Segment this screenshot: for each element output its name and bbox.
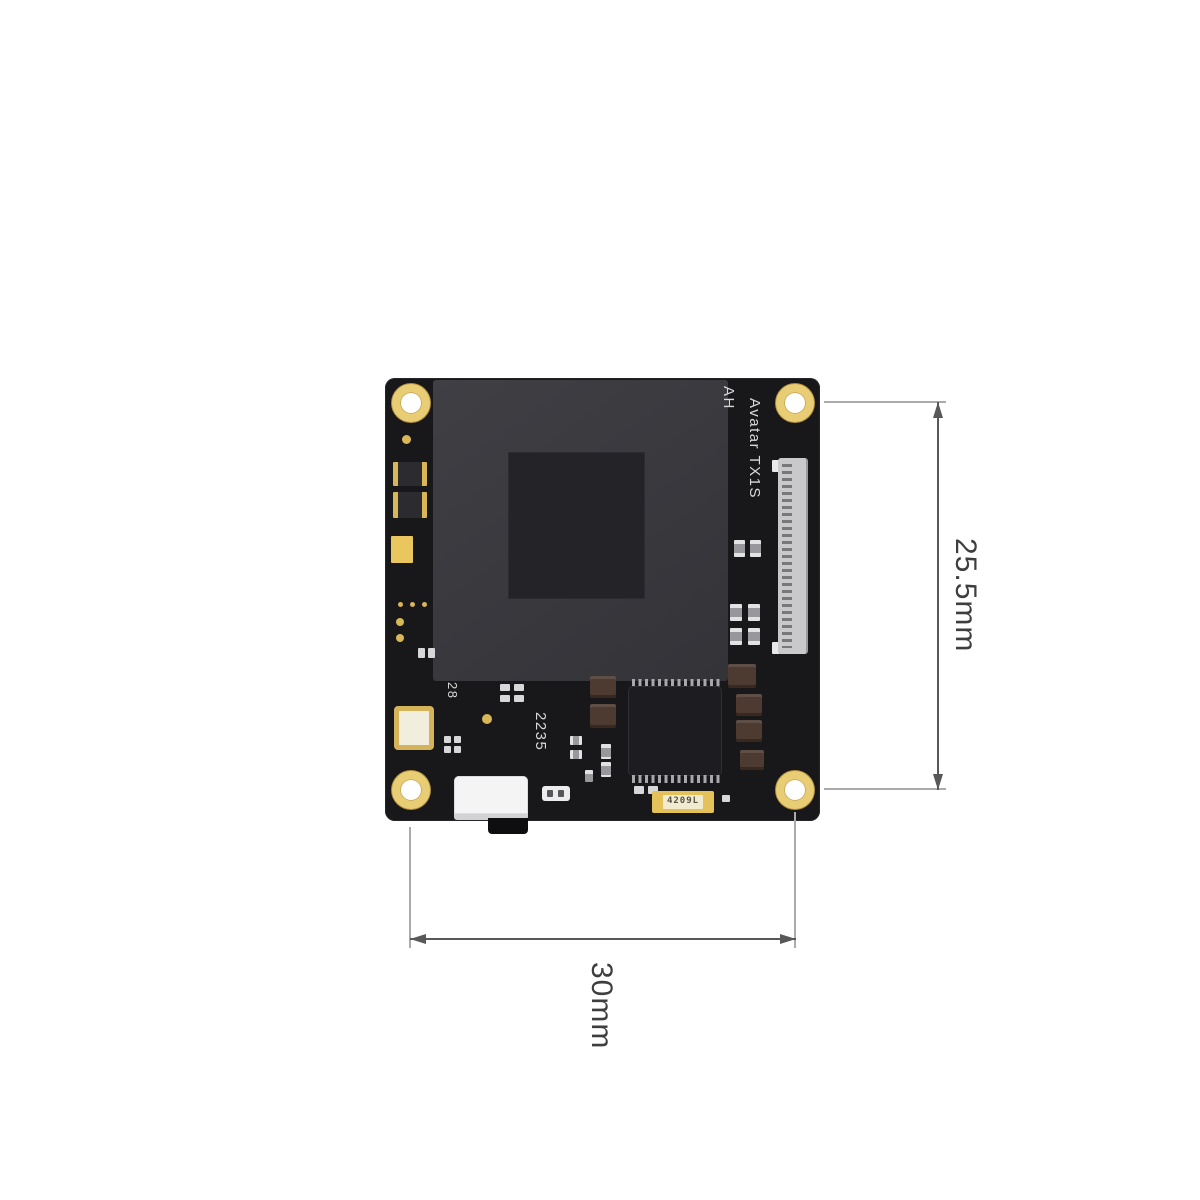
gold-via bbox=[402, 435, 411, 444]
qfp-pins-bottom bbox=[632, 775, 720, 783]
smd-pad bbox=[722, 795, 730, 802]
arrowhead-left bbox=[410, 934, 426, 944]
tantalum-capacitor bbox=[590, 704, 616, 728]
soc-die bbox=[508, 452, 645, 599]
smd-pad bbox=[634, 786, 644, 794]
battery-connector bbox=[454, 776, 528, 820]
inductor-4209l: 4209L bbox=[652, 791, 714, 813]
mounting-hole-top-left bbox=[392, 384, 430, 422]
component-pin bbox=[558, 790, 564, 797]
smd-pad bbox=[500, 695, 510, 702]
smd-capacitor bbox=[570, 750, 582, 759]
tantalum-capacitor bbox=[590, 676, 616, 698]
tantalum-capacitor bbox=[736, 694, 762, 716]
ffc-connector-pins bbox=[782, 464, 792, 648]
smd-capacitor bbox=[748, 628, 760, 645]
smd-pad bbox=[444, 736, 451, 743]
crystal-oscillator bbox=[394, 706, 434, 750]
smd-pad bbox=[514, 684, 524, 691]
smd-capacitor bbox=[750, 540, 761, 557]
smd-pad bbox=[454, 746, 461, 753]
smd-pad bbox=[428, 648, 435, 658]
extension-line-right bbox=[794, 812, 796, 948]
silkscreen-28: 28 bbox=[445, 682, 460, 700]
extension-line-bottom bbox=[824, 788, 946, 790]
smd-ic bbox=[393, 462, 427, 486]
qfp-pins-top bbox=[632, 679, 720, 687]
gold-pad bbox=[391, 536, 413, 563]
smd-capacitor bbox=[734, 540, 745, 557]
smd-pad bbox=[648, 786, 658, 794]
gold-via bbox=[410, 602, 415, 607]
arrowhead-right bbox=[780, 934, 796, 944]
smd-pad bbox=[444, 746, 451, 753]
qfp-ic bbox=[628, 686, 722, 776]
smd-pad bbox=[500, 684, 510, 691]
dimension-line-width bbox=[410, 938, 796, 940]
mounting-hole-bottom-left bbox=[392, 771, 430, 809]
battery-connector-tab bbox=[488, 818, 528, 834]
smd-pad bbox=[418, 648, 425, 658]
smd-ic bbox=[393, 492, 427, 518]
gold-via bbox=[482, 714, 492, 724]
mounting-hole-bottom-right bbox=[776, 771, 814, 809]
smd-pad bbox=[454, 736, 461, 743]
smd-capacitor bbox=[748, 604, 760, 621]
gold-via bbox=[396, 634, 404, 642]
arrowhead-up bbox=[933, 402, 943, 418]
extension-line-top bbox=[824, 401, 946, 403]
gold-via bbox=[396, 618, 404, 626]
smd-capacitor bbox=[570, 736, 582, 745]
extension-line-left bbox=[409, 827, 411, 948]
gold-via bbox=[398, 602, 403, 607]
mounting-hole-top-right bbox=[776, 384, 814, 422]
dimension-line-height bbox=[937, 402, 939, 790]
gold-via bbox=[422, 602, 427, 607]
tantalum-capacitor bbox=[728, 664, 756, 688]
arrowhead-down bbox=[933, 774, 943, 790]
silkscreen-ah: AH bbox=[720, 386, 737, 410]
smd-pad bbox=[514, 695, 524, 702]
smd-capacitor bbox=[730, 628, 742, 645]
ffc-latch-top bbox=[772, 460, 780, 472]
component-pin bbox=[547, 790, 553, 797]
smd-capacitor bbox=[730, 604, 742, 621]
tantalum-capacitor bbox=[740, 750, 764, 770]
smd-capacitor bbox=[601, 744, 611, 759]
tantalum-capacitor bbox=[736, 720, 762, 742]
dimension-label-height: 25.5mm bbox=[949, 538, 982, 653]
smd-capacitor bbox=[601, 762, 611, 777]
smd-capacitor bbox=[585, 770, 593, 782]
smd-button-component bbox=[542, 786, 570, 801]
dimension-label-width: 30mm bbox=[585, 962, 618, 1050]
silkscreen-model: Avatar TX1S bbox=[746, 398, 763, 499]
silkscreen-2235: 2235 bbox=[532, 712, 549, 752]
inductor-label: 4209L bbox=[662, 795, 704, 809]
ffc-latch-bottom bbox=[772, 642, 780, 654]
